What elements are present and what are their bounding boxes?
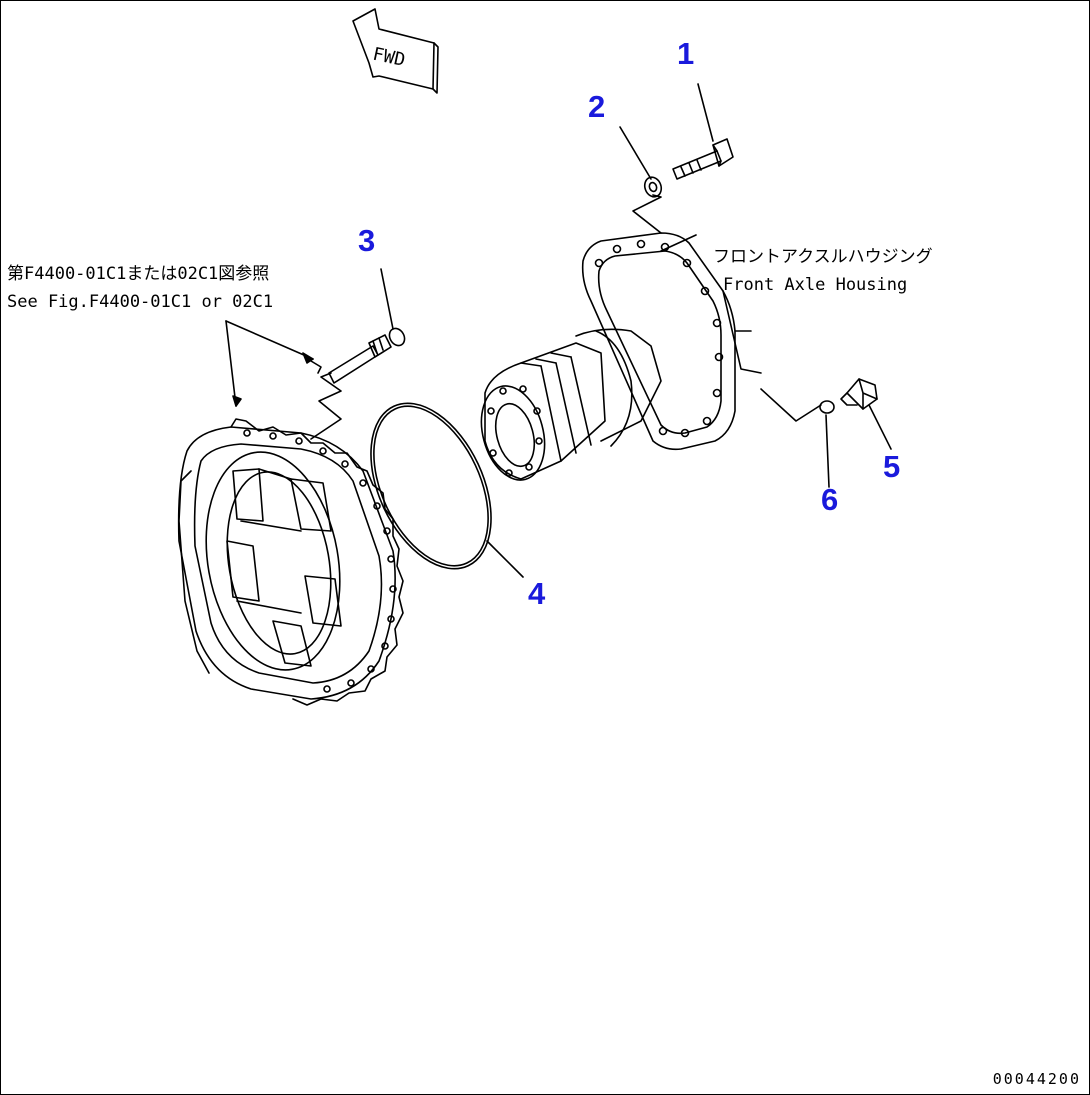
housing-label-en: Front Axle Housing bbox=[723, 275, 908, 295]
housing-label-jp: フロントアクスルハウジング bbox=[713, 247, 933, 267]
fwd-label: FWD bbox=[371, 44, 407, 71]
callout-4: 4 bbox=[528, 576, 546, 611]
bolt-part-1 bbox=[672, 138, 734, 180]
callout-2: 2 bbox=[588, 89, 606, 124]
drawing-number: 00044200 bbox=[992, 1070, 1081, 1088]
o-ring-part-6 bbox=[819, 400, 835, 414]
callout-5: 5 bbox=[883, 449, 901, 484]
planetary-carrier-assembly bbox=[177, 418, 404, 706]
front-axle-housing bbox=[480, 232, 762, 481]
o-ring-part-4 bbox=[370, 402, 492, 570]
reference-note-en: See Fig.F4400-01C1 or 02C1 bbox=[7, 292, 274, 312]
leader-lines bbox=[225, 83, 892, 578]
fwd-arrow-icon: FWD bbox=[352, 8, 439, 94]
reference-note-jp: 第F4400-01C1または02C1図参照 bbox=[7, 264, 270, 284]
fitting-part-5 bbox=[840, 378, 878, 410]
callout-1: 1 bbox=[677, 36, 695, 71]
plug-part-3 bbox=[310, 327, 406, 384]
callout-3: 3 bbox=[358, 223, 376, 258]
callout-6: 6 bbox=[821, 482, 839, 517]
